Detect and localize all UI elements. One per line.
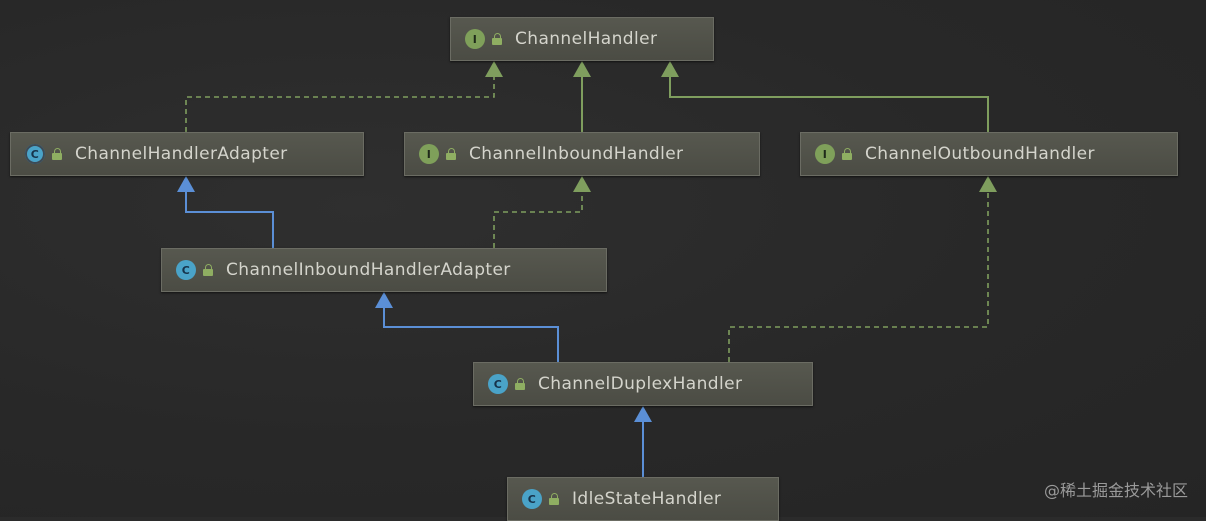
lock-icon xyxy=(514,378,526,390)
class-icon: C xyxy=(176,260,196,280)
arrowhead xyxy=(375,292,393,308)
node-label: ChannelHandler xyxy=(515,29,658,49)
node-label: ChannelDuplexHandler xyxy=(538,374,743,394)
edge-channel-duplex-handler-to-channel-outbound-handler xyxy=(728,176,997,362)
edge-channel-inbound-handler-adapter-to-channel-inbound-handler xyxy=(493,176,591,248)
lock-icon xyxy=(51,148,63,160)
interface-icon: I xyxy=(815,144,835,164)
lock-icon xyxy=(841,148,853,160)
node-channel-duplex-handler[interactable]: C ChannelDuplexHandler xyxy=(473,362,813,406)
arrowhead xyxy=(979,176,997,192)
arrowhead xyxy=(634,406,652,422)
edge-line xyxy=(493,192,583,248)
arrowhead xyxy=(573,61,591,77)
arrowhead xyxy=(573,176,591,192)
node-label: ChannelHandlerAdapter xyxy=(75,144,288,164)
abstract-class-icon: C xyxy=(25,144,45,164)
class-icon: C xyxy=(488,374,508,394)
edge-channel-outbound-handler-to-channel-handler xyxy=(661,61,989,132)
edge-channel-inbound-handler-to-channel-handler xyxy=(573,61,591,132)
node-label: IdleStateHandler xyxy=(572,489,722,509)
node-channel-outbound-handler[interactable]: I ChannelOutboundHandler xyxy=(800,132,1178,176)
lock-icon xyxy=(491,33,503,45)
interface-icon: I xyxy=(465,29,485,49)
node-label: ChannelOutboundHandler xyxy=(865,144,1095,164)
edge-channel-inbound-handler-adapter-to-channel-handler-adapter xyxy=(177,176,274,248)
node-channel-inbound-handler[interactable]: I ChannelInboundHandler xyxy=(404,132,760,176)
node-label: ChannelInboundHandler xyxy=(469,144,684,164)
lock-icon xyxy=(548,493,560,505)
lock-icon xyxy=(202,264,214,276)
node-idle-state-handler[interactable]: C IdleStateHandler xyxy=(507,477,779,521)
edge-channel-duplex-handler-to-channel-inbound-handler-adapter xyxy=(375,292,559,362)
edge-line xyxy=(185,77,495,132)
edge-line xyxy=(728,192,989,362)
edge-line xyxy=(185,192,274,248)
edge-line xyxy=(669,77,989,132)
class-icon: C xyxy=(522,489,542,509)
arrowhead xyxy=(661,61,679,77)
node-label: ChannelInboundHandlerAdapter xyxy=(226,260,511,280)
arrowhead xyxy=(177,176,195,192)
watermark: @稀土掘金技术社区 xyxy=(1043,481,1188,500)
edge-line xyxy=(383,308,559,362)
edge-idle-state-handler-to-channel-duplex-handler xyxy=(634,406,652,477)
node-channel-handler[interactable]: I ChannelHandler xyxy=(450,17,714,61)
node-channel-handler-adapter[interactable]: C ChannelHandlerAdapter xyxy=(10,132,364,176)
node-channel-inbound-handler-adapter[interactable]: C ChannelInboundHandlerAdapter xyxy=(161,248,607,292)
interface-icon: I xyxy=(419,144,439,164)
edge-channel-handler-adapter-to-channel-handler xyxy=(185,61,503,132)
arrowhead xyxy=(485,61,503,77)
lock-icon xyxy=(445,148,457,160)
